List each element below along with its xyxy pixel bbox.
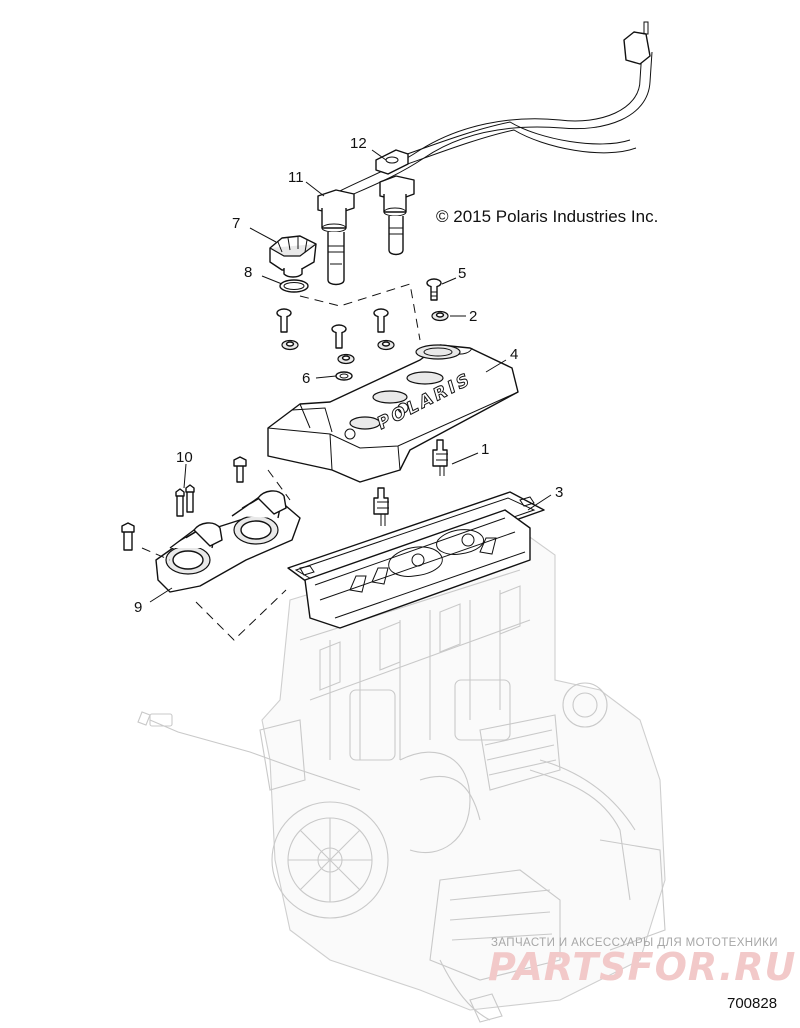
callout-3: 3 [555,484,563,501]
oil-fill-cap [269,235,317,278]
watermark: ЗАПЧАСТИ И АКСЕССУАРЫ ДЛЯ МОТОТЕХНИКИ PA… [488,937,796,989]
ignition-coil-11 [317,189,355,286]
callout-10: 10 [176,449,193,466]
copyright-notice: © 2015 Polaris Industries Inc. [436,207,658,226]
watermark-tagline: ЗАПЧАСТИ И АКСЕССУАРЫ ДЛЯ МОТОТЕХНИКИ [491,937,778,949]
washers [281,339,395,365]
callout-11: 11 [288,169,304,186]
callout-6: 6 [302,370,310,387]
ignition-harness [329,21,653,203]
drawing-number: 700828 [727,995,777,1012]
valve-cover: POLARIS [267,344,519,483]
spark-plug-1 [432,439,448,476]
callout-9: 9 [134,599,142,616]
alignment-lines [141,283,421,641]
callout-7: 7 [232,215,240,232]
callout-numbers: 1 2 3 4 5 6 7 8 9 10 11 12 [134,135,563,616]
callout-2: 2 [469,308,477,325]
intake-boot-flange [155,490,301,593]
washer-2 [431,310,449,322]
leader-lines [149,149,552,603]
oil-fill-o-ring [279,279,309,293]
grommet-6 [335,371,353,381]
callout-4: 4 [510,346,518,363]
ignition-coil-2 [379,175,415,256]
callout-5: 5 [458,265,466,282]
engine-block-ghost [137,529,666,1023]
callout-8: 8 [244,264,252,281]
callout-1: 1 [481,441,489,458]
cover-bolt-5 [426,278,442,301]
intake-bolts-10 [121,456,247,551]
watermark-brand: PARTSFOR.RU [488,945,796,989]
spark-plug-2 [373,487,389,526]
cover-bolts [276,308,389,349]
callout-12: 12 [350,135,367,152]
cylinder-head [304,509,531,629]
